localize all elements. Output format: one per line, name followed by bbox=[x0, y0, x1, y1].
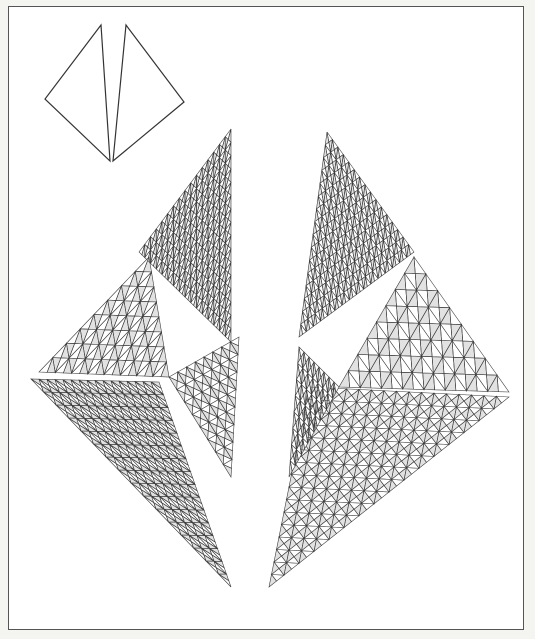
fractal-tile bbox=[485, 358, 497, 375]
fractal-tile bbox=[386, 290, 397, 307]
seed-motif bbox=[45, 25, 184, 161]
fractal-tile bbox=[450, 308, 462, 325]
fractal-tile bbox=[438, 291, 450, 308]
fractal-tile bbox=[405, 257, 416, 274]
fractal-tiling bbox=[31, 129, 509, 587]
seed-left-triangle bbox=[45, 25, 110, 161]
figure-frame bbox=[8, 6, 524, 630]
fractal-connector bbox=[39, 257, 169, 377]
fractal-tile bbox=[414, 257, 426, 274]
fractal-figure bbox=[9, 7, 525, 631]
fractal-tile bbox=[395, 273, 406, 290]
seed-right-triangle bbox=[113, 25, 184, 161]
fractal-tile bbox=[339, 371, 350, 388]
fractal-tile bbox=[473, 341, 485, 358]
fractal-tile bbox=[367, 322, 378, 339]
fractal-tile bbox=[377, 306, 388, 323]
fractal-tile bbox=[497, 375, 509, 392]
fractal-tile bbox=[358, 338, 369, 355]
fractal-tile bbox=[462, 325, 474, 342]
fractal-tile bbox=[426, 274, 438, 291]
fractal-tile bbox=[348, 355, 359, 372]
